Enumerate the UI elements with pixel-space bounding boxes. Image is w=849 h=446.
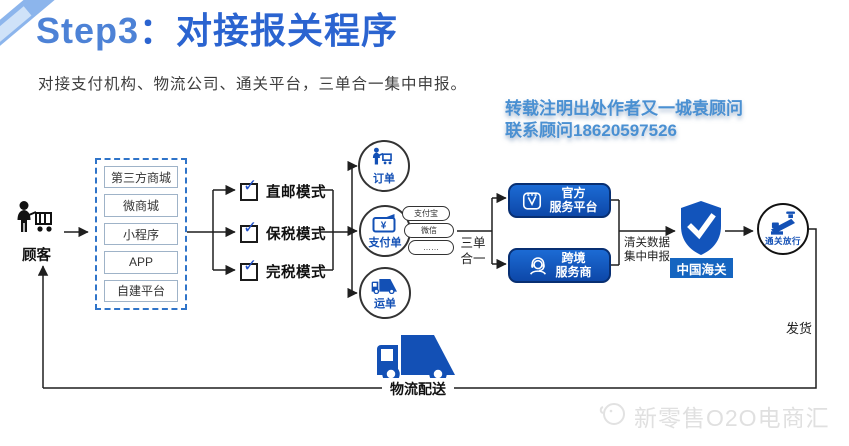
mode-duty-paid: ✓ 完税模式 xyxy=(240,256,326,282)
order-doc-label: 订单 xyxy=(373,172,395,185)
mode-direct-mail: ✓ 直邮模式 xyxy=(240,176,326,202)
page-title-step: Step3 xyxy=(36,10,140,51)
merge-three-in-one-label: 三单 合一 xyxy=(460,236,486,266)
watermark-text: 转载注明出处作者又一城袁顾问 联系顾问18620597526 xyxy=(505,98,743,142)
mode-bonded: ✓ 保税模式 xyxy=(240,218,326,244)
customer-label: 顾客 xyxy=(22,248,51,264)
cross-border-provider-label: 跨境 服务商 xyxy=(555,250,592,279)
watermark-line2: 联系顾问18620597526 xyxy=(505,121,678,141)
channels-group: 第三方商城 微商城 小程序 APP 自建平台 xyxy=(95,158,187,310)
stamp-seal-icon xyxy=(523,191,542,210)
checkbox-checked-icon: ✓ xyxy=(240,218,258,243)
waybill-doc-circle: 运单 xyxy=(359,267,411,319)
customs-release-circle: 通关放行 xyxy=(757,203,809,255)
channel-app: APP xyxy=(104,251,178,274)
china-customs-badge: 中国海关 xyxy=(670,258,733,278)
customs-officer-desk-icon xyxy=(771,211,795,235)
brand-logo-icon xyxy=(599,403,625,425)
mode-label: 直邮模式 xyxy=(266,185,326,201)
customer-with-cart-icon xyxy=(17,201,52,232)
page-subtitle: 对接支付机构、物流公司、通关平台，三单合一集中申报。 xyxy=(38,76,468,93)
order-person-cart-icon xyxy=(372,147,392,164)
channel-mini-program: 小程序 xyxy=(104,222,178,246)
mode-label: 保税模式 xyxy=(266,227,326,243)
waybill-truck-icon xyxy=(371,278,397,294)
watermark-line1: 转载注明出处作者又一城袁顾问 xyxy=(505,99,743,118)
order-doc-circle: 订单 xyxy=(358,140,410,192)
channel-third-party-mall: 第三方商城 xyxy=(104,166,178,189)
brand-watermark-text: 新零售O2O电商汇 xyxy=(634,405,830,431)
cross-border-provider-box: 跨境 服务商 xyxy=(508,248,611,283)
mode-label: 完税模式 xyxy=(266,265,326,281)
headset-agent-icon xyxy=(530,256,547,275)
checkbox-checked-icon: ✓ xyxy=(240,176,258,201)
payment-method-alipay: 支付宝 xyxy=(402,206,450,221)
logistics-truck-icon xyxy=(377,335,455,381)
official-service-platform-box: 官方 服务平台 xyxy=(508,183,611,218)
payment-doc-label: 支付单 xyxy=(368,236,402,249)
page-title: Step3：对接报关程序 xyxy=(36,2,398,54)
logistics-delivery-label: 物流配送 xyxy=(382,378,454,400)
waybill-doc-label: 运单 xyxy=(374,297,396,310)
official-service-platform-label: 官方 服务平台 xyxy=(549,185,598,214)
checkbox-checked-icon: ✓ xyxy=(240,256,258,281)
payment-method-wechat: 微信 xyxy=(404,223,454,238)
customs-release-label: 通关放行 xyxy=(764,236,801,246)
channel-own-platform: 自建平台 xyxy=(104,279,178,303)
payment-method-more: …… xyxy=(408,240,454,255)
wallet-icon: ¥ xyxy=(372,213,396,232)
channel-wechat-mall: 微商城 xyxy=(104,194,178,217)
declare-data-label: 清关数据 集中申报 xyxy=(624,237,670,264)
ship-goods-label: 发货 xyxy=(786,321,813,336)
svg-text:¥: ¥ xyxy=(381,220,387,231)
page-title-text: ：对接报关程序 xyxy=(139,10,399,51)
customs-shield-check-icon xyxy=(681,201,721,255)
